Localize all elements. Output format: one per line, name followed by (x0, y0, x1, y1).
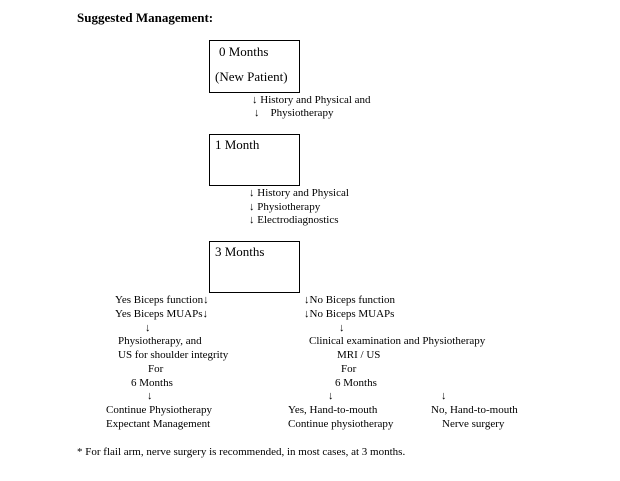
right-for: For (341, 363, 357, 375)
left-arrow-2: ↓ (147, 390, 153, 402)
step-0-line-2: ↓ Physiotherapy (254, 107, 334, 119)
footnote: * For flail arm, nerve surgery is recomm… (77, 446, 406, 458)
right-no-biceps-function: ↓No Biceps function (304, 294, 396, 306)
box-3-months: 3 Months (209, 241, 300, 293)
right-no-hand-to-mouth: No, Hand-to-mouth (431, 404, 518, 416)
step-0-line-1: ↓ History and Physical and (252, 94, 371, 106)
box-0-months-sublabel: (New Patient) (215, 69, 288, 84)
right-arrow-1: ↓ (339, 322, 345, 334)
right-arrow-yes: ↓ (328, 390, 334, 402)
left-physiotherapy: Physiotherapy, and (118, 335, 202, 347)
right-mri-us: MRI / US (337, 349, 381, 361)
diagram-title: Suggested Management: (77, 10, 214, 25)
left-expectant-management: Expectant Management (106, 418, 211, 430)
box-0-months: 0 Months (New Patient) (209, 40, 300, 93)
box-3-months-label: 3 Months (215, 244, 265, 259)
right-nerve-surgery: Nerve surgery (442, 418, 505, 430)
right-continue-physiotherapy: Continue physiotherapy (288, 418, 394, 430)
box-1-month: 1 Month (209, 134, 300, 186)
step-1-line-3: ↓ Electrodiagnostics (249, 214, 339, 226)
right-clinical-exam: Clinical examination and Physiotherapy (309, 335, 486, 347)
left-6-months: 6 Months (131, 377, 173, 389)
box-1-month-label: 1 Month (215, 137, 260, 152)
left-for: For (148, 363, 164, 375)
right-yes-hand-to-mouth: Yes, Hand-to-mouth (288, 404, 378, 416)
step-1-line-2: ↓ Physiotherapy (249, 201, 321, 213)
left-us-shoulder: US for shoulder integrity (118, 349, 229, 361)
box-0-months-label: 0 Months (219, 44, 269, 59)
right-arrow-no: ↓ (441, 390, 447, 402)
left-biceps-muaps: Yes Biceps MUAPs↓ (115, 308, 209, 320)
left-biceps-function: Yes Biceps function↓ (115, 294, 209, 306)
right-no-biceps-muaps: ↓No Biceps MUAPs (304, 308, 395, 320)
step-1-line-1: ↓ History and Physical (249, 187, 349, 199)
left-continue-physio: Continue Physiotherapy (106, 404, 213, 416)
right-6-months: 6 Months (335, 377, 377, 389)
left-arrow-1: ↓ (145, 322, 151, 334)
